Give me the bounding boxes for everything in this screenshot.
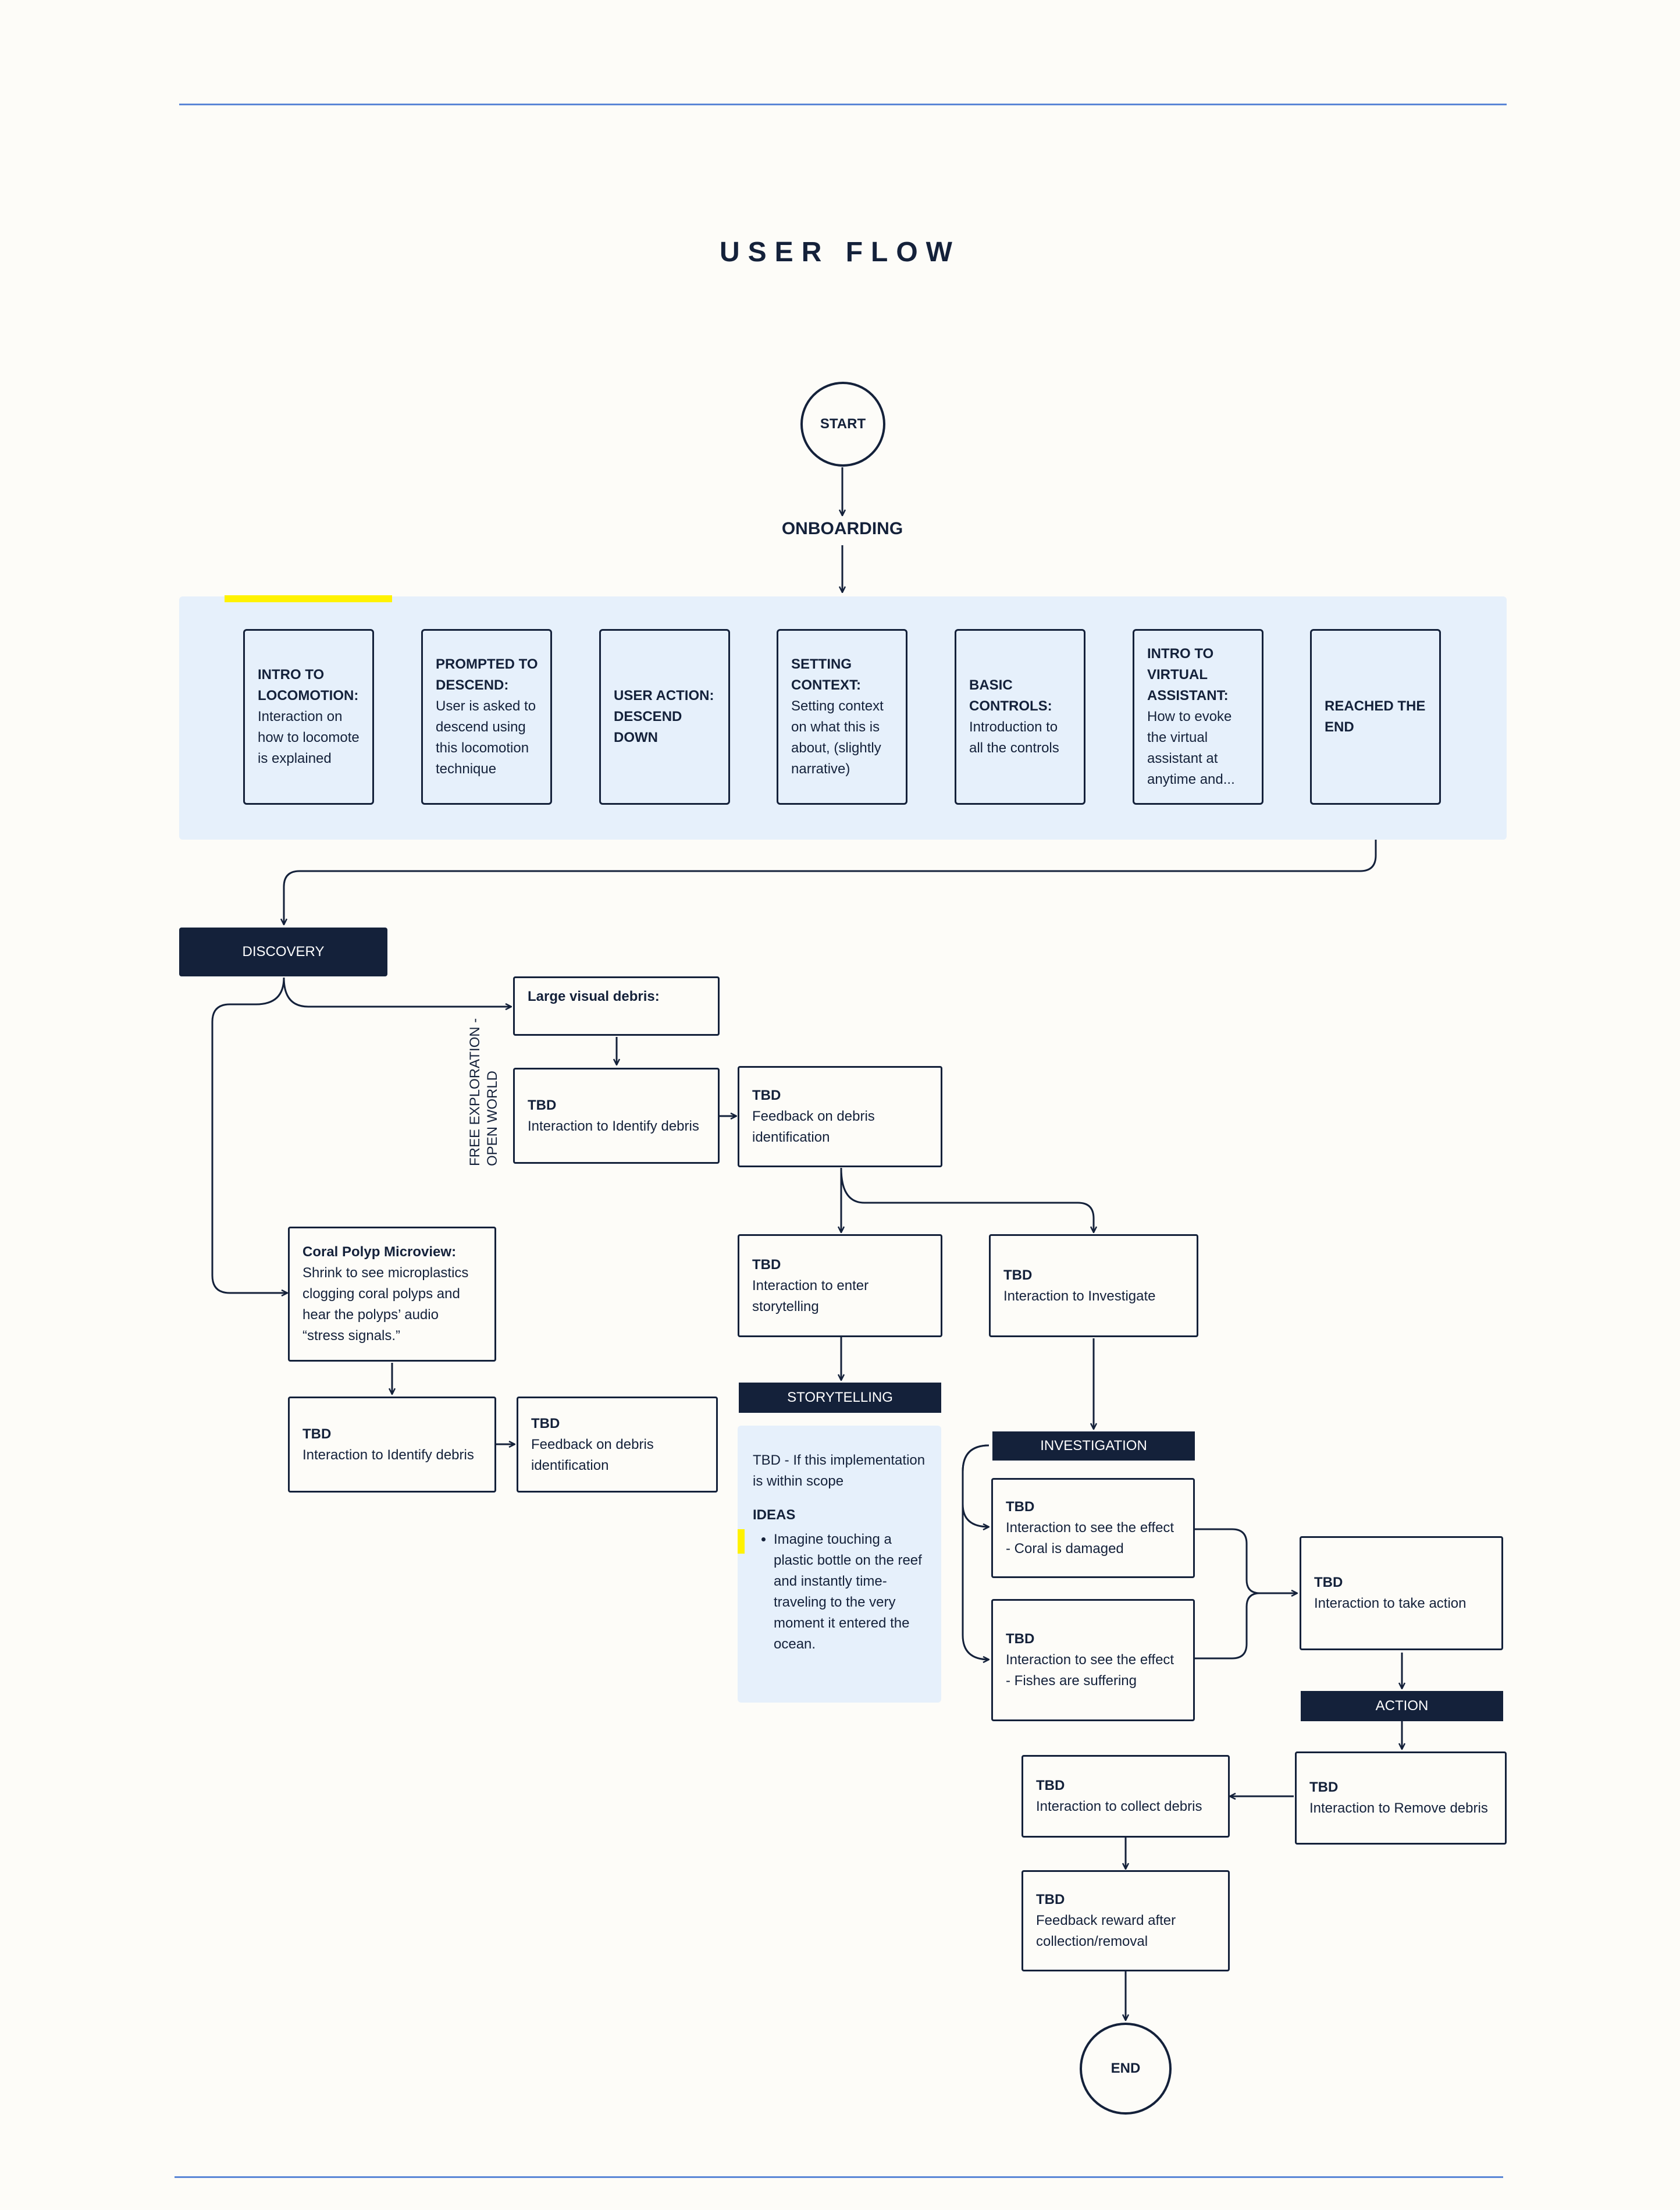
arrow-feedback-investigate <box>840 1167 1094 1232</box>
bottom-rule <box>175 2176 1503 2178</box>
discovery-label: DISCOVERY <box>179 928 387 976</box>
onboarding-step-descend-prompt: PROMPTED TO DESCEND:User is asked to des… <box>421 629 552 805</box>
action-label: ACTION <box>1301 1691 1503 1721</box>
storytelling-label: STORYTELLING <box>739 1383 941 1413</box>
onboarding-label: ONBOARDING <box>781 519 903 538</box>
coral-microview-box: Coral Polyp Microview:Shrink to see micr… <box>288 1227 496 1362</box>
arrow-fish-effect-action <box>1195 1592 1261 1660</box>
onboarding-step-descend-action: USER ACTION: DESCEND DOWN <box>599 629 730 805</box>
arrow-discovery-coral <box>211 977 287 1293</box>
end-node: END <box>1080 2023 1172 2115</box>
large-debris-box: Large visual debris: <box>513 976 720 1036</box>
arrow-investigation-fish-effect <box>962 1444 989 1660</box>
storytelling-ideas-panel: TBD - If this implementation is within s… <box>738 1426 941 1703</box>
arrow-investigation-coral-effect <box>962 1444 989 1527</box>
arrow-discovery-large-debris <box>283 977 511 1007</box>
ideas-highlight-marker <box>738 1529 745 1554</box>
onboarding-step-locomotion: INTRO TO LOCOMOTION:Interaction on how t… <box>243 629 374 805</box>
onboarding-step-context: SETTING CONTEXT:Setting context on what … <box>777 629 907 805</box>
start-node: START <box>800 382 885 467</box>
arrow-coral-effect-action <box>1195 1528 1297 1593</box>
onboarding-step-end: REACHED THE END <box>1310 629 1441 805</box>
arrow-onboarding-discovery <box>284 806 1377 925</box>
onboarding-step-controls: BASIC CONTROLS:Introduction to all the c… <box>955 629 1085 805</box>
page-title: USER FLOW <box>720 237 960 268</box>
investigation-label: INVESTIGATION <box>992 1431 1195 1461</box>
free-exploration-label: FREE EXPLORATION -OPEN WORLD <box>467 1018 500 1166</box>
onboarding-step-assistant: INTRO TO VIRTUAL ASSISTANT:How to evoke … <box>1133 629 1263 805</box>
top-rule <box>179 104 1507 105</box>
idea-item: Imagine touching a plastic bottle on the… <box>774 1529 926 1655</box>
highlight-marker <box>225 595 392 602</box>
